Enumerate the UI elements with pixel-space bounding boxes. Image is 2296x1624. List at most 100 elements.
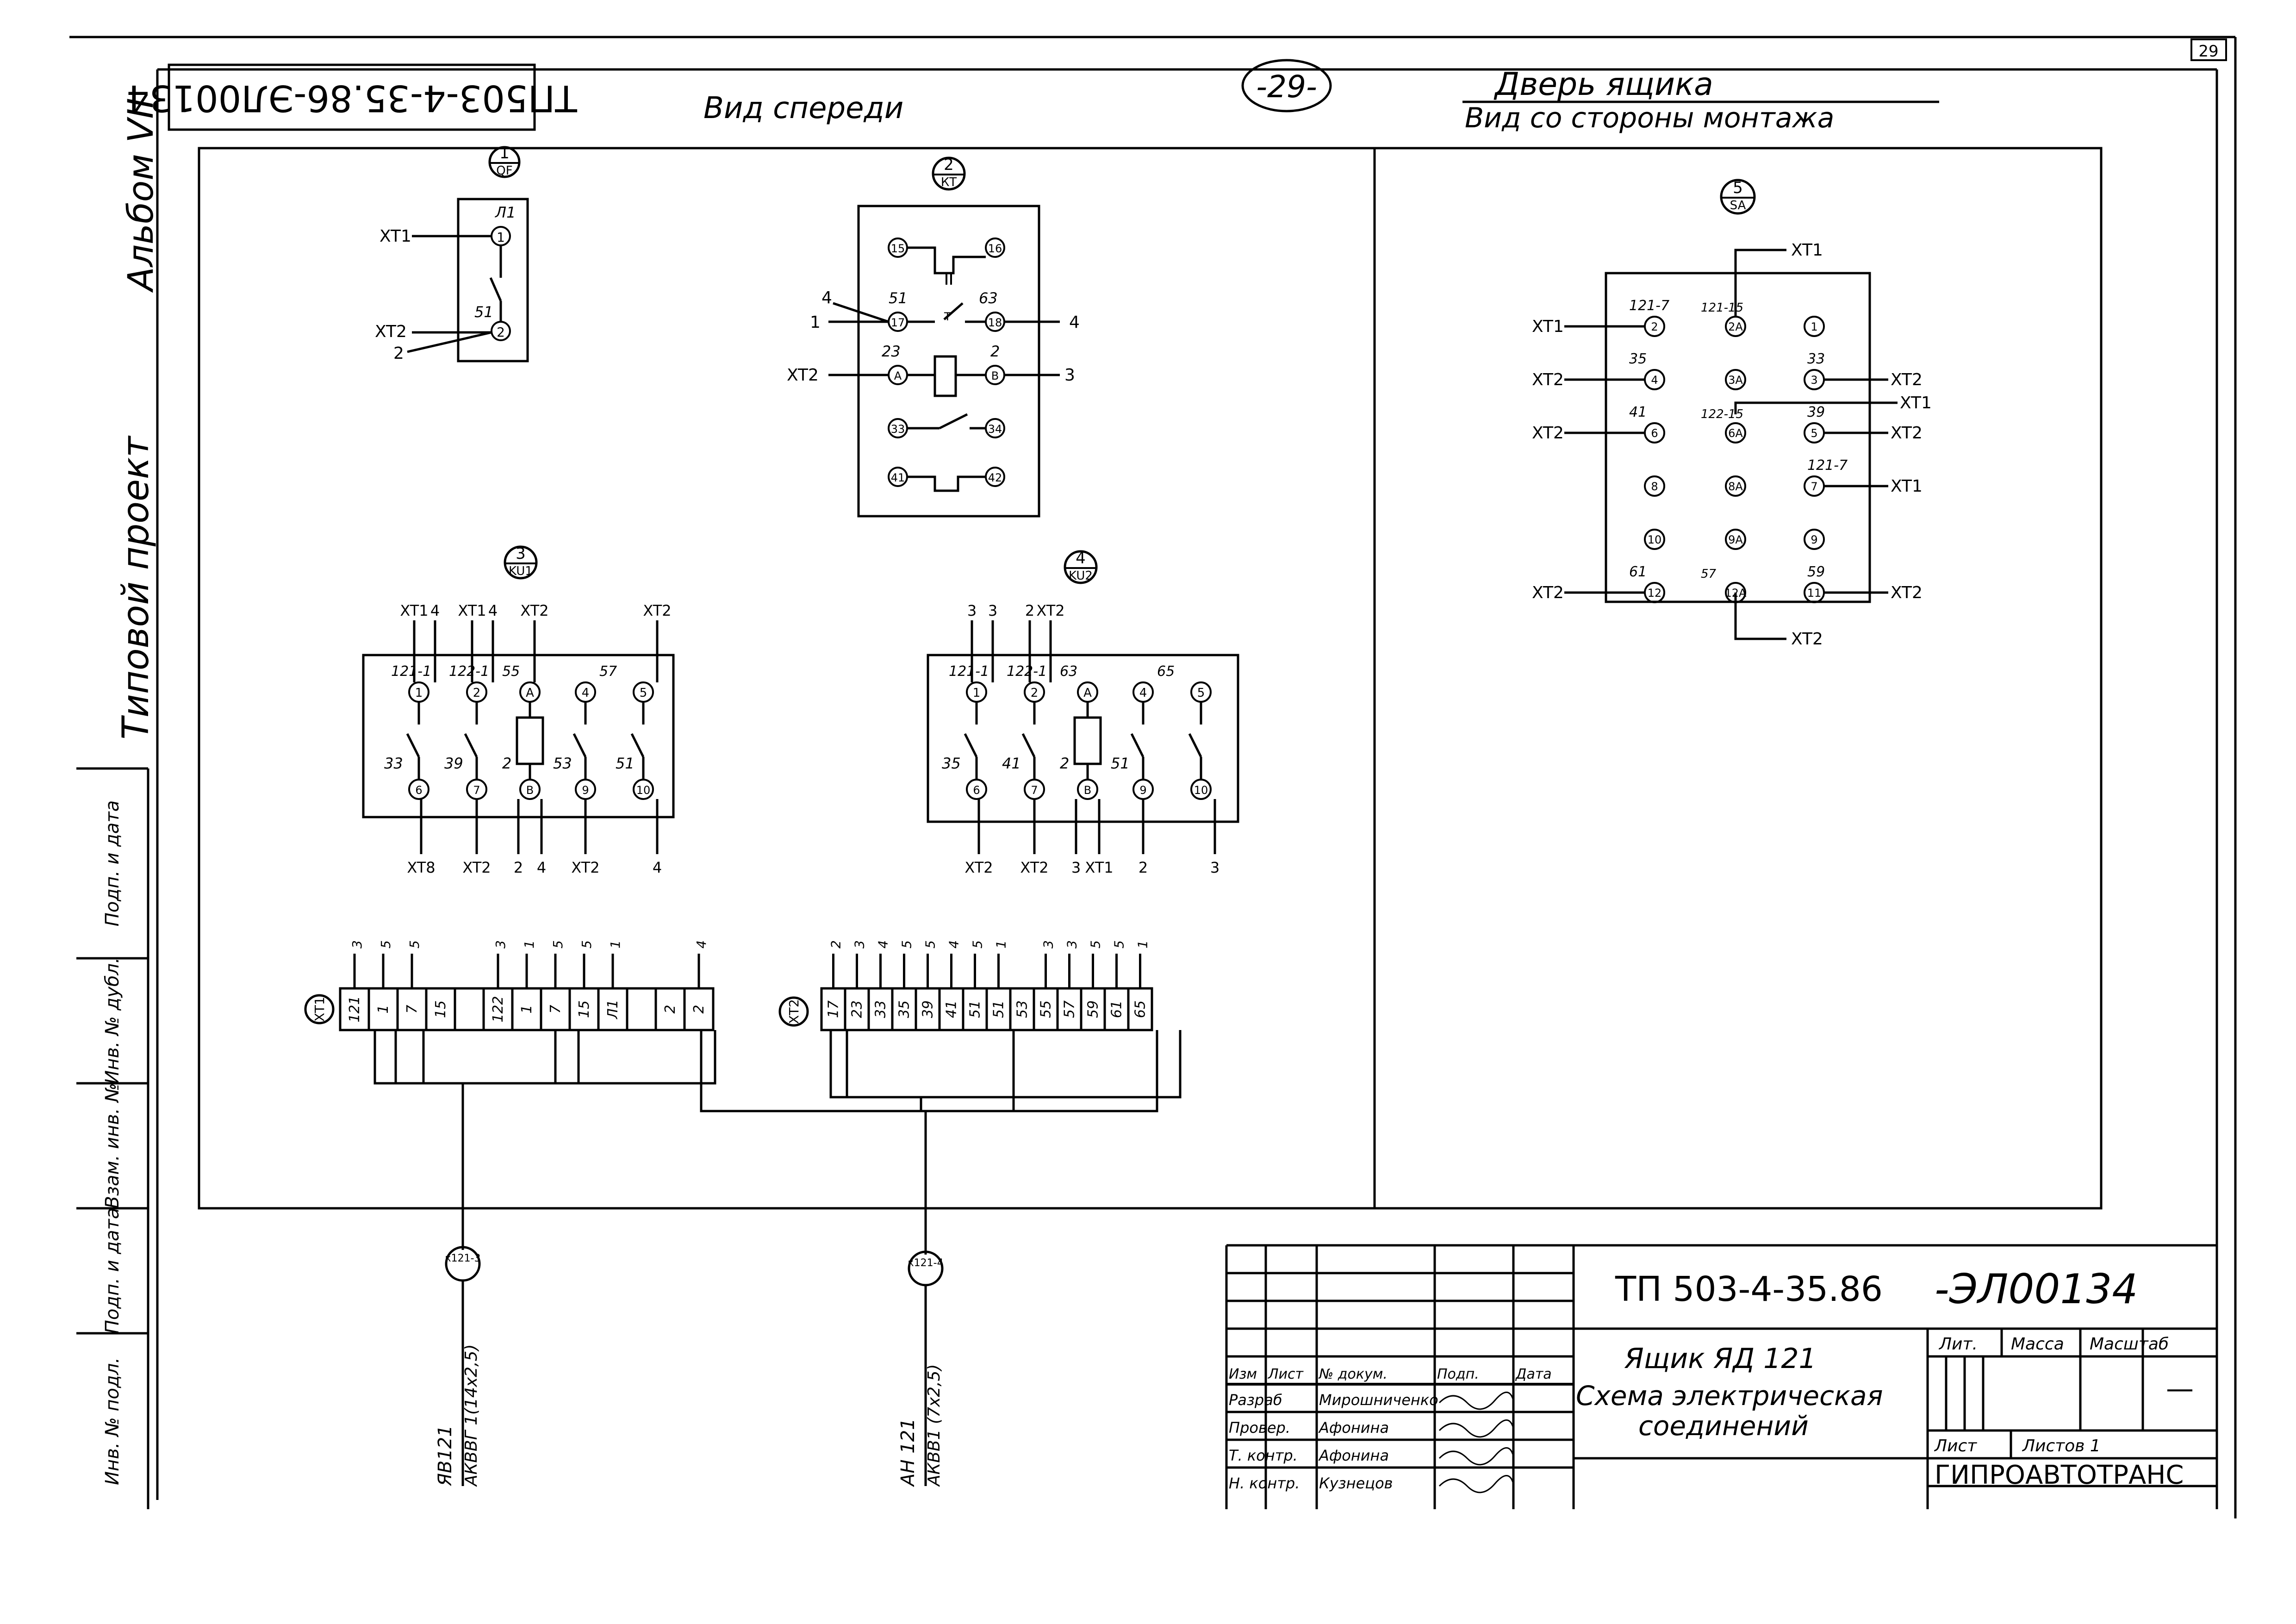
- sa-terminal: [1644, 529, 1665, 550]
- sa-wire-right-label: XT2: [1891, 424, 1923, 443]
- cable-2-mark: АН 121: [897, 1418, 919, 1487]
- kt-term-42: 42: [988, 471, 1002, 484]
- sa-terminal-number: 3: [1811, 374, 1817, 387]
- title-line-3: соединений: [1638, 1410, 1809, 1442]
- sa-wire-left-label: XT1: [1532, 317, 1564, 336]
- xt1-cell: [454, 987, 485, 1031]
- ku1-top-terminal-number: A: [526, 686, 534, 700]
- door-view-panel: [1373, 147, 2103, 1210]
- sa-wire-right-label: XT1: [1891, 477, 1923, 496]
- kt-term-17: 17: [891, 316, 905, 329]
- ku2-bottom-label: 2: [1060, 755, 1069, 772]
- xt2-wire-label: 5: [1088, 940, 1103, 949]
- ku2-bottom-wire-label: XT1: [1085, 859, 1113, 876]
- signature-role: Разраб: [1229, 1391, 1282, 1409]
- title-block-header-cell: № докум.: [1318, 1366, 1388, 1382]
- sa-label-left: 35: [1629, 351, 1647, 367]
- ku1-top-label: 55: [502, 663, 520, 680]
- sa-terminal-number: 5: [1811, 427, 1817, 440]
- xt2-cell-number: 65: [1132, 1000, 1149, 1018]
- component-ku2: 4 KU2: [927, 549, 1239, 823]
- organization: ГИПРОАВТОТРАНС: [1935, 1460, 2184, 1490]
- xt1-wire-label: 5: [378, 940, 393, 949]
- sheet-label: Лист: [1934, 1437, 1977, 1455]
- xt1-cell-number: 1: [375, 1005, 392, 1013]
- ku2-bottom-terminal-number: 9: [1139, 784, 1146, 797]
- title-block: [1225, 1244, 2217, 1509]
- sa-terminal-number: 10: [1648, 533, 1662, 546]
- xt2-cell-number: 53: [1014, 1000, 1031, 1018]
- stamp-code: ТП503-4-35.86-ЭЛ00134: [126, 77, 578, 119]
- signature-name: Мирошниченко: [1319, 1391, 1438, 1409]
- xt1-wire-label: 4: [694, 940, 709, 949]
- ku1-top-label: 57: [599, 663, 617, 680]
- xt2-cell-number: 39: [920, 1000, 936, 1018]
- xt1-wire-label: 5: [407, 940, 422, 949]
- sa-label-right: 121-7: [1807, 457, 1848, 474]
- sa-label-left: 41: [1629, 404, 1647, 420]
- cable-1: к121-3 ЯВ121 АКВВГ 1(14х2,5): [435, 1231, 481, 1487]
- ku2-top-wire-label: 3: [967, 602, 977, 619]
- sa-name: SA: [1730, 199, 1746, 212]
- xt2-wire-label: 4: [876, 940, 891, 949]
- strip-field-label: Подп. и дата: [102, 1208, 123, 1334]
- sa-label-right: 33: [1807, 351, 1825, 367]
- sa-terminal: [1644, 475, 1665, 497]
- ku2-contact-blade: [1021, 733, 1036, 758]
- xt2-wire-label: 5: [923, 940, 938, 949]
- sa-label-right: 39: [1807, 404, 1825, 420]
- sa-wire-right-label: XT2: [1891, 583, 1923, 602]
- xt2-cell-number: 17: [826, 1000, 842, 1018]
- xt2-cell-number: 59: [1085, 1000, 1101, 1018]
- xt2-cell-number: 41: [944, 1000, 960, 1018]
- kt-label-23: 23: [882, 343, 901, 360]
- ku2-top-label: 63: [1060, 663, 1077, 680]
- qf-number: 1: [499, 144, 510, 162]
- ku2-bottom-wire-label: XT2: [964, 859, 993, 876]
- xt1-wire-label: 1: [522, 940, 537, 949]
- sa-label-right: 59: [1807, 564, 1825, 580]
- kt-term-b: B: [991, 369, 999, 382]
- ku2-bottom-wire-label: XT2: [1020, 859, 1048, 876]
- ku1-top-terminal-number: 5: [640, 686, 647, 700]
- signature-role: Провер.: [1229, 1419, 1290, 1437]
- album-label: Альбом VII: [120, 98, 161, 293]
- xt1-cell-number: 121: [347, 996, 363, 1022]
- ku1-top-terminal-number: 1: [415, 686, 423, 700]
- xt1-label: XT1: [312, 997, 327, 1022]
- ku1-contact-blade: [630, 733, 645, 758]
- ku2-top-wire-label: XT2: [1036, 602, 1064, 619]
- title-block-header-cell: Изм: [1229, 1366, 1257, 1382]
- ku1-contact-blade: [572, 733, 587, 758]
- sa-terminal: [1804, 529, 1825, 550]
- qf-terminal-2: 2: [497, 325, 505, 340]
- front-view-title: Вид спереди: [703, 91, 903, 125]
- ku2-top-wire-label: 2: [1025, 602, 1034, 619]
- title-line-1: Ящик ЯД 121: [1624, 1343, 1817, 1375]
- ku1-bottom-terminal-number: 6: [415, 784, 422, 797]
- signature-mark: [1438, 1475, 1514, 1493]
- kt-wire-4: 4: [821, 288, 832, 307]
- signature-name: Афонина: [1318, 1419, 1389, 1437]
- sa-label-middle: 121-15: [1701, 301, 1743, 315]
- svg-text:T: T: [944, 310, 951, 323]
- xt2-cell-number: 51: [967, 1000, 983, 1018]
- ku1-coil: [516, 716, 544, 765]
- sa-wire-left-label: XT2: [1532, 583, 1564, 602]
- sa-terminal-number: 9A: [1728, 533, 1743, 546]
- sa-terminal-number: 12A: [1725, 587, 1747, 600]
- kt-wire-4-right: 4: [1069, 313, 1080, 332]
- strip-field-label: Взам. инв. №: [102, 1083, 123, 1209]
- signature-name: Афонина: [1318, 1447, 1389, 1464]
- cable-1-mark: ЯВ121: [435, 1425, 456, 1487]
- kt-term-a: A: [894, 369, 902, 382]
- lit-label: Лит.: [1938, 1335, 1978, 1354]
- kt-term-16: 16: [988, 242, 1002, 255]
- signature-role: Н. контр.: [1229, 1474, 1300, 1492]
- ku2-top-terminal-number: A: [1083, 686, 1092, 700]
- strip-field-label: Инв. № дубл.: [102, 957, 123, 1084]
